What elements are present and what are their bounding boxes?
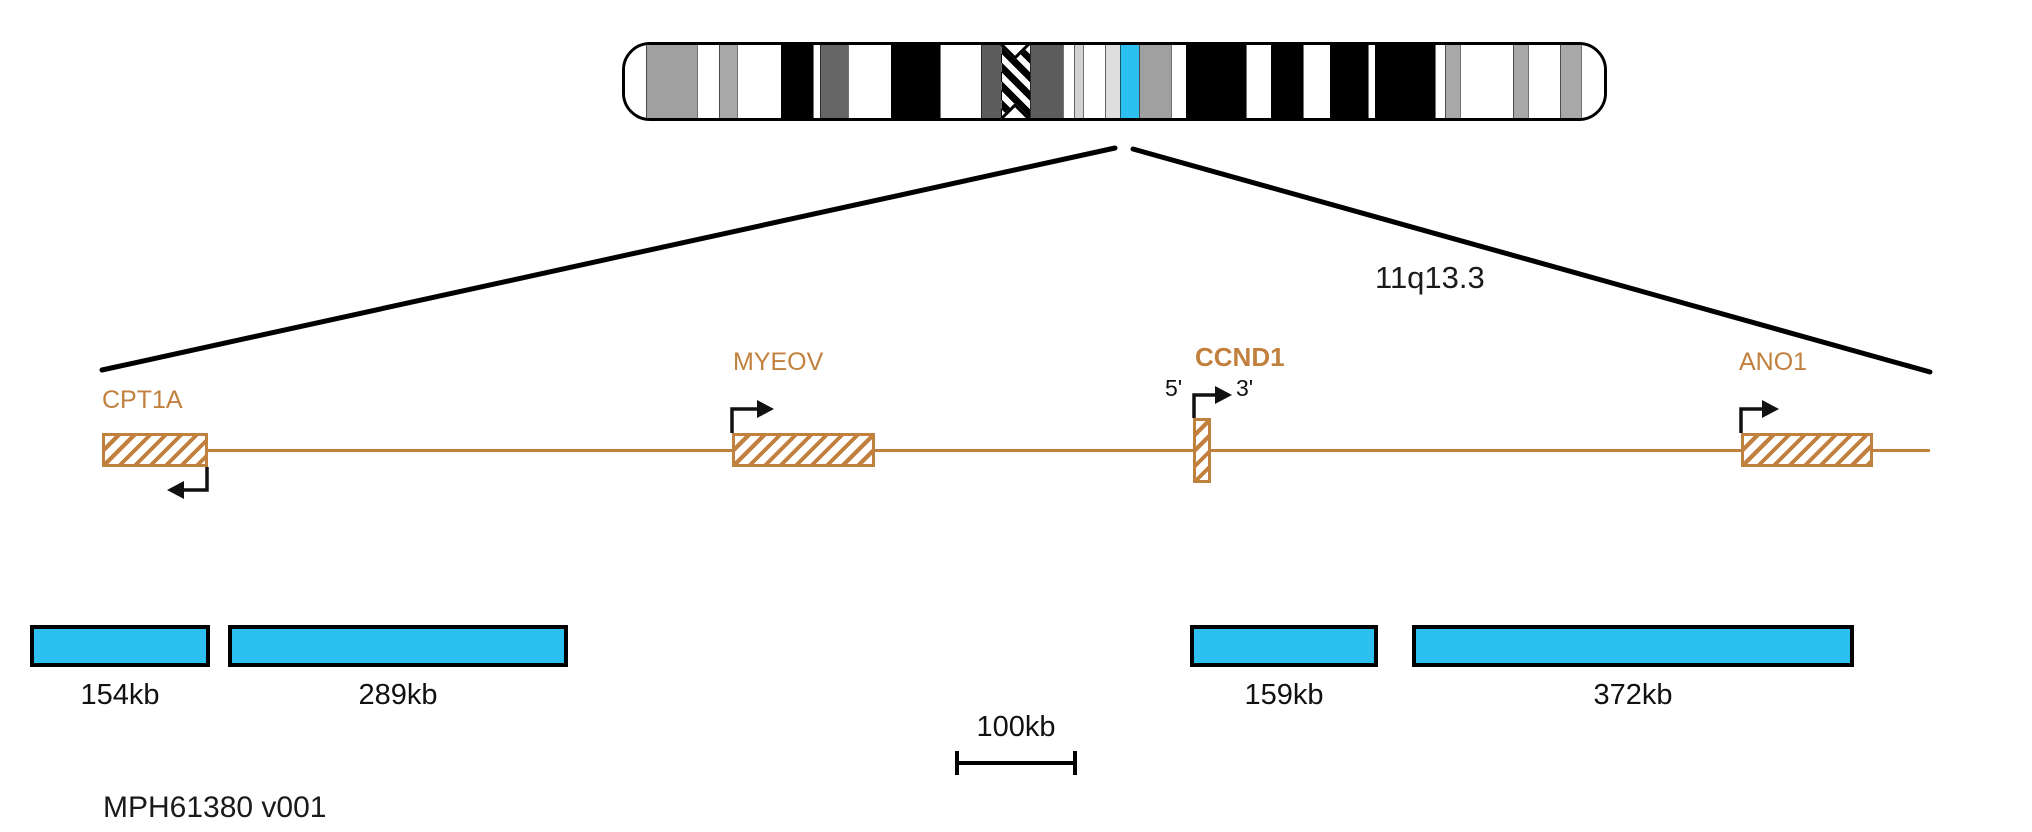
ideogram-band [1030, 45, 1063, 118]
ideogram-band [1105, 45, 1120, 118]
ideogram-band [1375, 45, 1435, 118]
scale-bar [955, 751, 1077, 775]
ccnd1-gene-label: CCND1 [1195, 342, 1285, 372]
myeov-gene-label: MYEOV [733, 348, 824, 376]
zoom-line-left [99, 145, 1118, 373]
ideogram-band [891, 45, 940, 118]
ccnd1-gene-box [1193, 418, 1211, 483]
myeov-strand-arrow [730, 407, 758, 433]
probe-size-label: 289kb [358, 679, 438, 711]
ideogram-band [1560, 45, 1581, 118]
ideogram-band [1074, 45, 1083, 118]
ideogram-band [1186, 45, 1246, 118]
myeov-gene-box [732, 433, 875, 467]
cpt1a-gene-label: CPT1A [102, 386, 183, 414]
ccnd1-five-prime-label: 5' [1165, 375, 1183, 401]
probe-bar-372kb [1412, 625, 1854, 667]
zoom-line-right [1130, 146, 1933, 375]
ano1-arrowhead-icon [1762, 400, 1779, 418]
probe-size-label: 372kb [1593, 679, 1673, 711]
ideogram-band [981, 45, 1001, 118]
scale-bar-label: 100kb [976, 711, 1056, 743]
ideogram-band [1246, 45, 1271, 118]
gene-track-line [102, 449, 1930, 452]
ideogram-band [1368, 45, 1375, 118]
ideogram-bands [625, 45, 1604, 118]
ccnd1-three-prime-label: 3' [1236, 375, 1254, 401]
ideogram-band [1063, 45, 1074, 118]
ideogram-band [1513, 45, 1528, 118]
ideogram-band [848, 45, 891, 118]
ano1-gene-label: ANO1 [1739, 348, 1808, 376]
ideogram-band [697, 45, 719, 118]
scale-bar-line [959, 761, 1073, 765]
ideogram-band [940, 45, 981, 118]
probe-bar-154kb [30, 625, 210, 667]
probe-bar-289kb [228, 625, 568, 667]
myeov-arrowhead-icon [757, 400, 774, 418]
ano1-strand-arrow [1739, 407, 1763, 433]
probe-bar-159kb [1190, 625, 1378, 667]
cpt1a-gene-box [102, 433, 208, 467]
ano1-gene-box [1741, 433, 1873, 467]
ideogram-band [625, 45, 646, 118]
ideogram-band [1139, 45, 1171, 118]
probe-size-label: 154kb [80, 679, 160, 711]
ideogram-band [1445, 45, 1460, 118]
ccnd1-arrowhead-icon [1215, 386, 1232, 404]
cpt1a-strand-arrow [183, 467, 209, 492]
ideogram-band [1171, 45, 1186, 118]
ideogram-band [1083, 45, 1105, 118]
region-label: 11q13.3 [1375, 260, 1485, 295]
ideogram-band [719, 45, 737, 118]
ideogram-band [1330, 45, 1368, 118]
ideogram-band [1528, 45, 1560, 118]
ideogram-band [1460, 45, 1513, 118]
ccnd1-strand-arrow [1192, 393, 1216, 418]
ideogram-band [781, 45, 813, 118]
ideogram-band [737, 45, 781, 118]
ideogram-band [1271, 45, 1303, 118]
ideogram-band [1303, 45, 1330, 118]
ideogram-band [1581, 45, 1604, 118]
ideogram-band [646, 45, 697, 118]
cpt1a-arrowhead-icon [167, 481, 184, 499]
chromosome-11-ideogram [622, 42, 1607, 121]
ideogram-band [813, 45, 820, 118]
product-id-label: MPH61380 v001 [103, 791, 327, 824]
highlight-band-11q13 [1120, 45, 1139, 118]
ideogram-band [1435, 45, 1445, 118]
ideogram-band [820, 45, 848, 118]
probe-size-label: 159kb [1244, 679, 1324, 711]
